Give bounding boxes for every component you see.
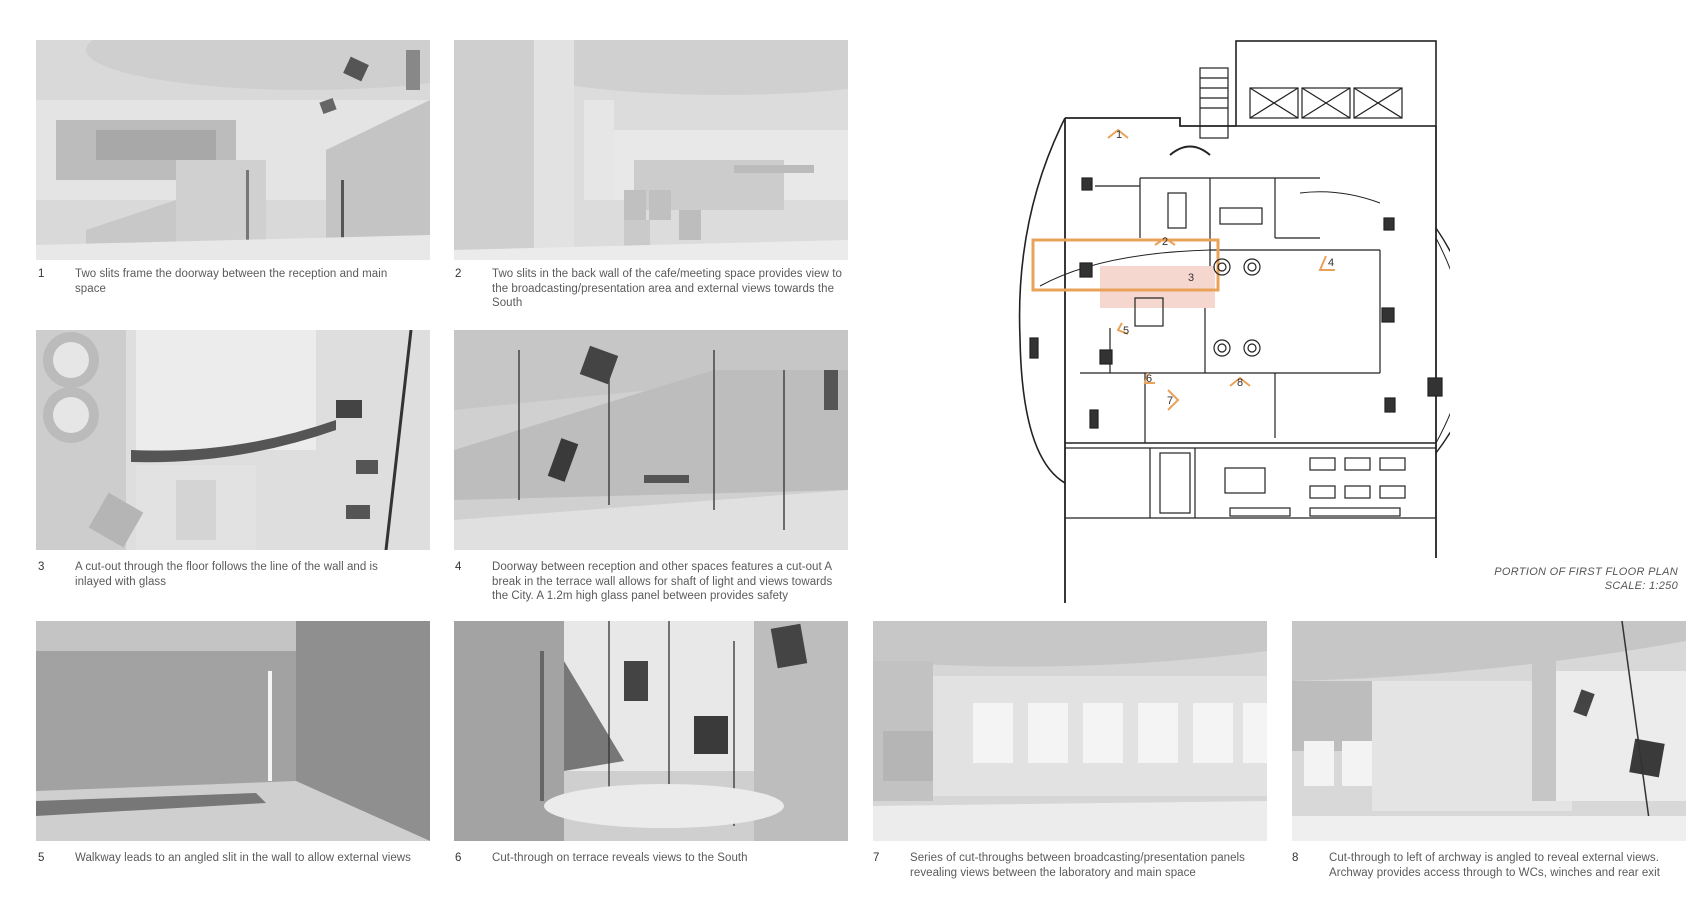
caption-4: 4 Doorway between reception and other sp… xyxy=(455,560,845,604)
render-view-6 xyxy=(454,621,848,841)
floor-plan: 1 2 3 4 5 6 7 8 xyxy=(1000,38,1481,603)
render-view-7 xyxy=(873,621,1267,841)
render-view-3 xyxy=(36,330,430,550)
plan-marker-2: 2 xyxy=(1162,236,1168,248)
plan-title-block: PORTION OF FIRST FLOOR PLAN SCALE: 1:250 xyxy=(1494,565,1678,593)
caption-number: 8 xyxy=(1292,852,1299,864)
caption-8: 8 Cut-through to left of archway is angl… xyxy=(1292,851,1682,880)
caption-text: Two slits frame the doorway between the … xyxy=(75,268,388,295)
caption-1: 1 Two slits frame the doorway between th… xyxy=(38,267,428,296)
caption-text: Two slits in the back wall of the cafe/m… xyxy=(492,268,842,309)
render-view-5 xyxy=(36,621,430,841)
caption-text: A cut-out through the floor follows the … xyxy=(75,561,378,588)
caption-text: Cut-through to left of archway is angled… xyxy=(1329,852,1660,879)
caption-number: 6 xyxy=(455,852,462,864)
caption-number: 1 xyxy=(38,268,45,280)
plan-title: PORTION OF FIRST FLOOR PLAN xyxy=(1494,566,1678,578)
render-view-2 xyxy=(454,40,848,260)
caption-5: 5 Walkway leads to an angled slit in the… xyxy=(38,851,428,866)
caption-7: 7 Series of cut-throughs between broadca… xyxy=(873,851,1263,880)
caption-text: Doorway between reception and other spac… xyxy=(492,561,833,602)
caption-number: 3 xyxy=(38,561,45,573)
render-view-8 xyxy=(1292,621,1686,841)
plan-marker-4: 4 xyxy=(1328,257,1334,269)
caption-3: 3 A cut-out through the floor follows th… xyxy=(38,560,428,589)
caption-text: Walkway leads to an angled slit in the w… xyxy=(75,852,411,864)
plan-marker-1: 1 xyxy=(1116,129,1122,141)
caption-number: 5 xyxy=(38,852,45,864)
plan-marker-7: 7 xyxy=(1167,395,1173,407)
caption-number: 2 xyxy=(455,268,462,280)
caption-6: 6 Cut-through on terrace reveals views t… xyxy=(455,851,845,866)
plan-marker-8: 8 xyxy=(1237,377,1243,389)
caption-text: Cut-through on terrace reveals views to … xyxy=(492,852,748,864)
caption-number: 7 xyxy=(873,852,880,864)
render-view-4 xyxy=(454,330,848,550)
caption-text: Series of cut-throughs between broadcast… xyxy=(910,852,1245,879)
render-view-1 xyxy=(36,40,430,260)
plan-marker-5: 5 xyxy=(1123,325,1129,337)
plan-marker-6: 6 xyxy=(1146,373,1152,385)
plan-scale: SCALE: 1:250 xyxy=(1604,580,1678,592)
plan-marker-3: 3 xyxy=(1188,272,1194,284)
caption-number: 4 xyxy=(455,561,462,573)
caption-2: 2 Two slits in the back wall of the cafe… xyxy=(455,267,845,311)
